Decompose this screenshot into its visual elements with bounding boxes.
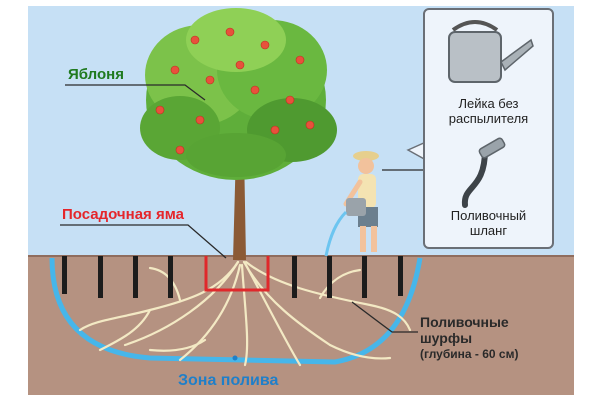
planting-pit-label: Посадочная яма bbox=[62, 206, 184, 223]
depth-label: (глубина - 60 см) bbox=[420, 347, 519, 361]
tools-callout-box: Лейка без распылителя Поливочный шланг bbox=[423, 8, 554, 249]
apple bbox=[295, 55, 305, 65]
planting-pit-outline bbox=[204, 256, 270, 292]
watering-can-icon bbox=[448, 20, 534, 83]
watering-pit bbox=[168, 256, 173, 298]
apple bbox=[155, 105, 165, 115]
watering-pits-label: Поливочные шурфы (глубина - 60 см) bbox=[420, 314, 518, 362]
watering-zone-outline bbox=[49, 257, 423, 365]
apple bbox=[170, 65, 180, 75]
zone-marker bbox=[232, 355, 238, 361]
watering-pit bbox=[62, 256, 67, 294]
tree-roots bbox=[78, 260, 412, 367]
apple bbox=[305, 120, 315, 130]
watering-pit bbox=[362, 256, 367, 298]
hose-icon bbox=[461, 137, 506, 208]
watering-pit bbox=[133, 256, 138, 298]
apple bbox=[205, 75, 215, 85]
watering-pit bbox=[98, 256, 103, 298]
watering-pits-label-line1: Поливочные bbox=[420, 314, 509, 330]
tree-label: Яблоня bbox=[68, 66, 124, 83]
water-stream bbox=[324, 210, 348, 257]
leader-lines bbox=[60, 84, 430, 333]
apple bbox=[175, 145, 185, 155]
hose-label-line2: шланг bbox=[469, 223, 508, 238]
watering-can-label-line1: Лейка без bbox=[458, 96, 519, 111]
watering-pits-label-line2: шурфы bbox=[420, 330, 473, 346]
apple bbox=[285, 95, 295, 105]
apples bbox=[155, 27, 315, 155]
apple bbox=[225, 27, 235, 37]
watering-can-label-line2: распылителя bbox=[448, 111, 529, 126]
apple bbox=[260, 40, 270, 50]
apple bbox=[270, 125, 280, 135]
apple bbox=[190, 35, 200, 45]
watering-pit bbox=[398, 256, 403, 296]
watering-pits bbox=[62, 256, 403, 298]
watering-pit bbox=[327, 256, 332, 298]
watering-zone-label: Зона полива bbox=[178, 372, 279, 389]
watering-can-label: Лейка без распылителя bbox=[425, 96, 552, 126]
hose-label-line1: Поливочный bbox=[450, 208, 527, 223]
tree-crown bbox=[140, 8, 337, 180]
gardener-figure bbox=[343, 151, 379, 252]
hose-label: Поливочный шланг bbox=[425, 208, 552, 238]
apple bbox=[195, 115, 205, 125]
apple bbox=[250, 85, 260, 95]
tree-trunk bbox=[228, 105, 252, 260]
tools-icons bbox=[448, 20, 534, 208]
watering-pit bbox=[292, 256, 297, 298]
apple bbox=[235, 60, 245, 70]
